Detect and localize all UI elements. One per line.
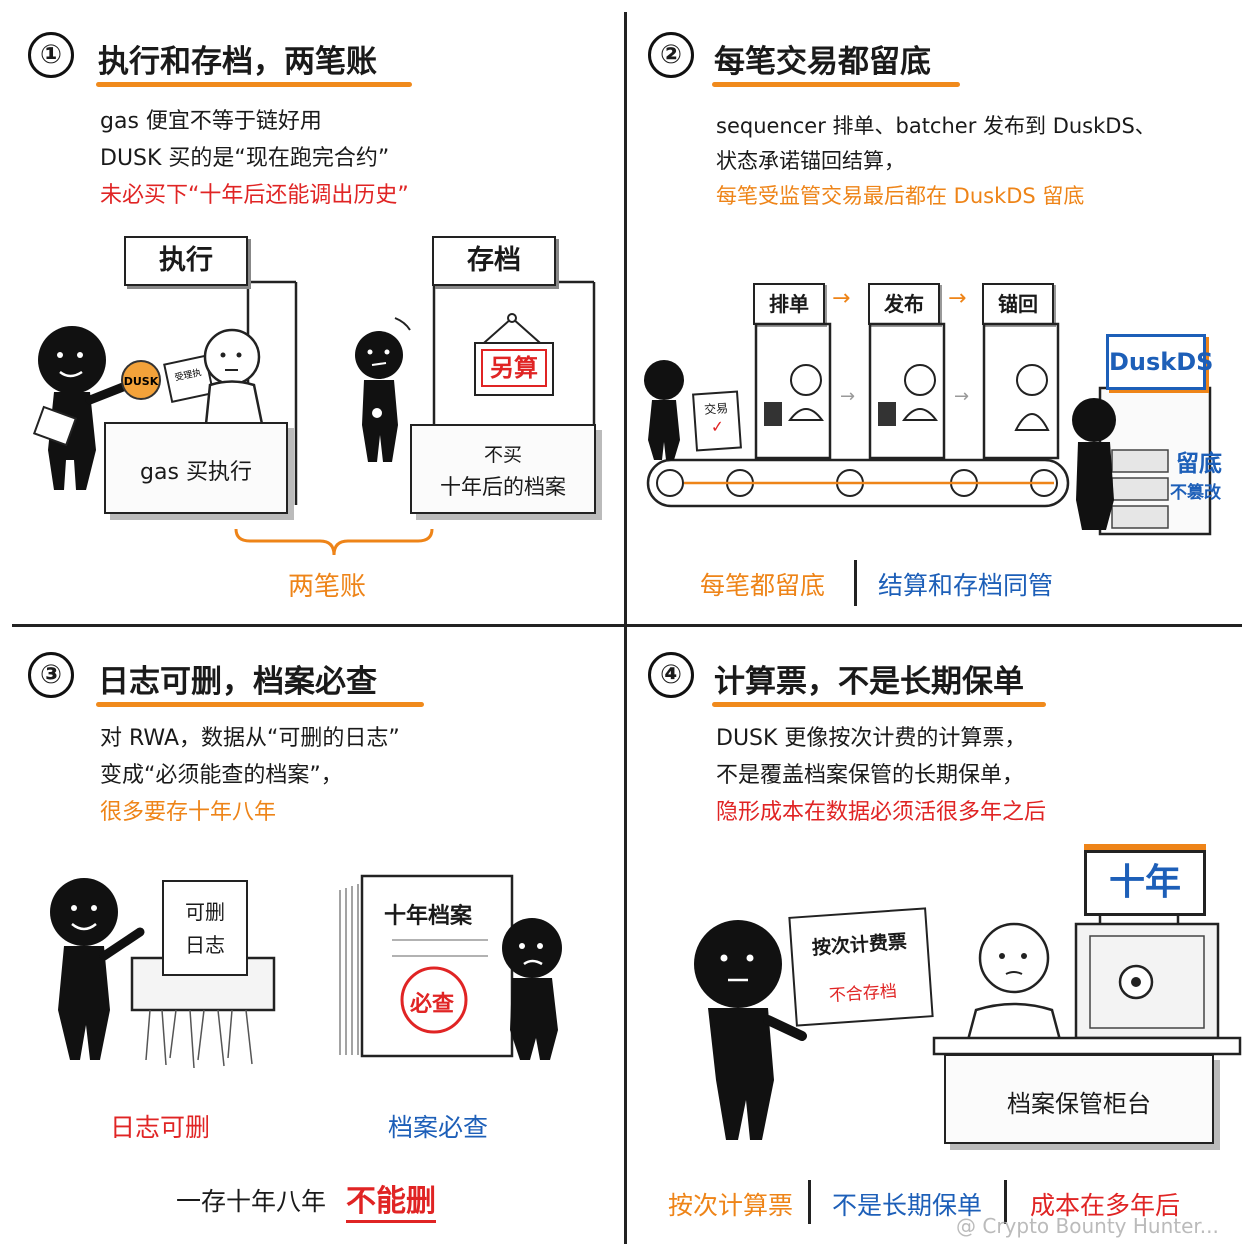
panel3-caption-right: 档案必查	[388, 1113, 489, 1142]
exec-counter: gas 买执行	[104, 422, 288, 514]
archive-counter-label-1: 不买	[483, 444, 522, 466]
panel3-number: ③	[28, 652, 74, 698]
svg-text:→: →	[954, 386, 969, 407]
panel3-bottom-text: 一存十年八年	[176, 1187, 327, 1216]
panel4-line-1: DUSK 更像按次计费的计算票，	[716, 726, 1027, 751]
panel2-title-underline	[712, 82, 960, 87]
sign-execute: 执行	[124, 236, 248, 286]
panel1-line-1: gas 便宜不等于链好用	[100, 109, 322, 134]
panel1-line-3: 未必买下“十年后还能调出历史”	[100, 183, 409, 208]
confused-figure	[355, 317, 411, 462]
panel3-caption-left: 日志可删	[110, 1113, 211, 1142]
hanging-sign-label: 另算	[481, 349, 547, 387]
archive-stack-label: 十年档案	[384, 904, 473, 929]
sign-archive: 存档	[432, 236, 556, 286]
station-sign-sequence: 排单	[753, 283, 825, 325]
panel4-footer-2: 不是长期保单	[832, 1191, 983, 1220]
panel2-line-1: sequencer 排单、batcher 发布到 DuskDS、	[716, 114, 1156, 138]
cabinet-label-tamperproof: 不篡改	[1170, 483, 1221, 503]
must-check-stamp: 必查	[410, 992, 455, 1017]
log-paper-label-1: 可删	[185, 900, 225, 924]
archive-custody-counter: 档案保管柜台	[944, 1054, 1214, 1144]
clerk-figure	[203, 328, 264, 426]
panel3-title: 日志可删，档案必查	[98, 664, 377, 700]
hanging-sign-frame: 另算	[474, 342, 554, 396]
buyer-figure	[32, 326, 133, 490]
panel2-illustration: → →	[644, 322, 1212, 536]
brace	[234, 528, 434, 556]
panel2-line-3: 每笔受监管交易最后都在 DuskDS 留底	[716, 184, 1085, 208]
archive-counter: 不买 十年后的档案	[410, 424, 596, 514]
panel2-number: ②	[648, 32, 694, 78]
panel1-line-2: DUSK 买的是“现在跑完合约”	[100, 146, 390, 171]
watermark: @ Crypto Bounty Hunter...	[956, 1214, 1219, 1238]
cabinet-label-keep: 留底	[1176, 451, 1222, 477]
deletable-log-paper: 可删 日志	[162, 880, 248, 976]
transaction-doc: 交易 ✓	[692, 390, 742, 452]
panel3-line-1: 对 RWA，数据从“可删的日志”	[100, 726, 400, 751]
panel1-number: ①	[28, 32, 74, 78]
exec-counter-label: gas 买执行	[140, 460, 252, 485]
station-arrow-1: →	[832, 286, 851, 311]
station-arrow-2: →	[948, 286, 967, 311]
panel1-title-underline	[96, 82, 412, 87]
panel4-footer-1: 按次计算票	[668, 1191, 794, 1220]
compute-ticket-label: 按次计费票	[811, 930, 908, 960]
duskds-sign: DuskDS	[1106, 334, 1213, 390]
panel3-title-underline	[96, 702, 424, 707]
svg-text:→: →	[840, 386, 855, 407]
ten-years-sign: 十年	[1084, 850, 1206, 916]
panel2-title: 每笔交易都留底	[714, 44, 931, 80]
compute-ticket-note: 不合存档	[828, 981, 898, 1007]
panel4-line-3: 隐形成本在数据必须活很多年之后	[716, 800, 1047, 825]
panel4-illustration	[694, 910, 1242, 1140]
dusk-coin-label: DUSK	[124, 375, 159, 388]
panel4-number: ④	[648, 652, 694, 698]
vertical-divider	[624, 12, 627, 1244]
panel4-footer-divider-2	[1004, 1180, 1007, 1224]
panel4-footer-divider-1	[808, 1180, 811, 1224]
panel4-title-underline	[712, 702, 1046, 707]
panel2-footer-left: 每笔都留底	[700, 571, 826, 600]
panel4-footer-3: 成本在多年后	[1030, 1191, 1181, 1220]
panel4-line-2: 不是覆盖档案保管的长期保单，	[716, 763, 1025, 788]
archive-counter-label-2: 十年后的档案	[440, 475, 566, 499]
horizontal-divider	[12, 624, 1242, 627]
panel1-illustration: DUSK 受理执	[32, 280, 596, 505]
panel1-title: 执行和存档，两笔账	[98, 44, 377, 80]
panel3-line-3: 很多要存十年八年	[100, 800, 277, 825]
panel3-bottom-emphasis: 不能删	[346, 1176, 436, 1223]
archive-custody-counter-label: 档案保管柜台	[1007, 1090, 1151, 1118]
compute-ticket: 按次计费票 不合存档	[788, 907, 934, 1027]
brace-label: 两笔账	[288, 572, 367, 602]
panel2-footer-right: 结算和存档同管	[878, 571, 1054, 600]
log-paper-label-2: 日志	[185, 933, 225, 957]
panel4-title: 计算票，不是长期保单	[714, 664, 1024, 700]
station-sign-publish: 发布	[868, 283, 940, 325]
panel3-line-2: 变成“必须能查的档案”，	[100, 763, 343, 788]
panel2-line-2: 状态承诺锚回结算，	[716, 149, 905, 173]
panel2-footer-divider	[854, 560, 857, 606]
panel3-illustration	[50, 874, 562, 1069]
